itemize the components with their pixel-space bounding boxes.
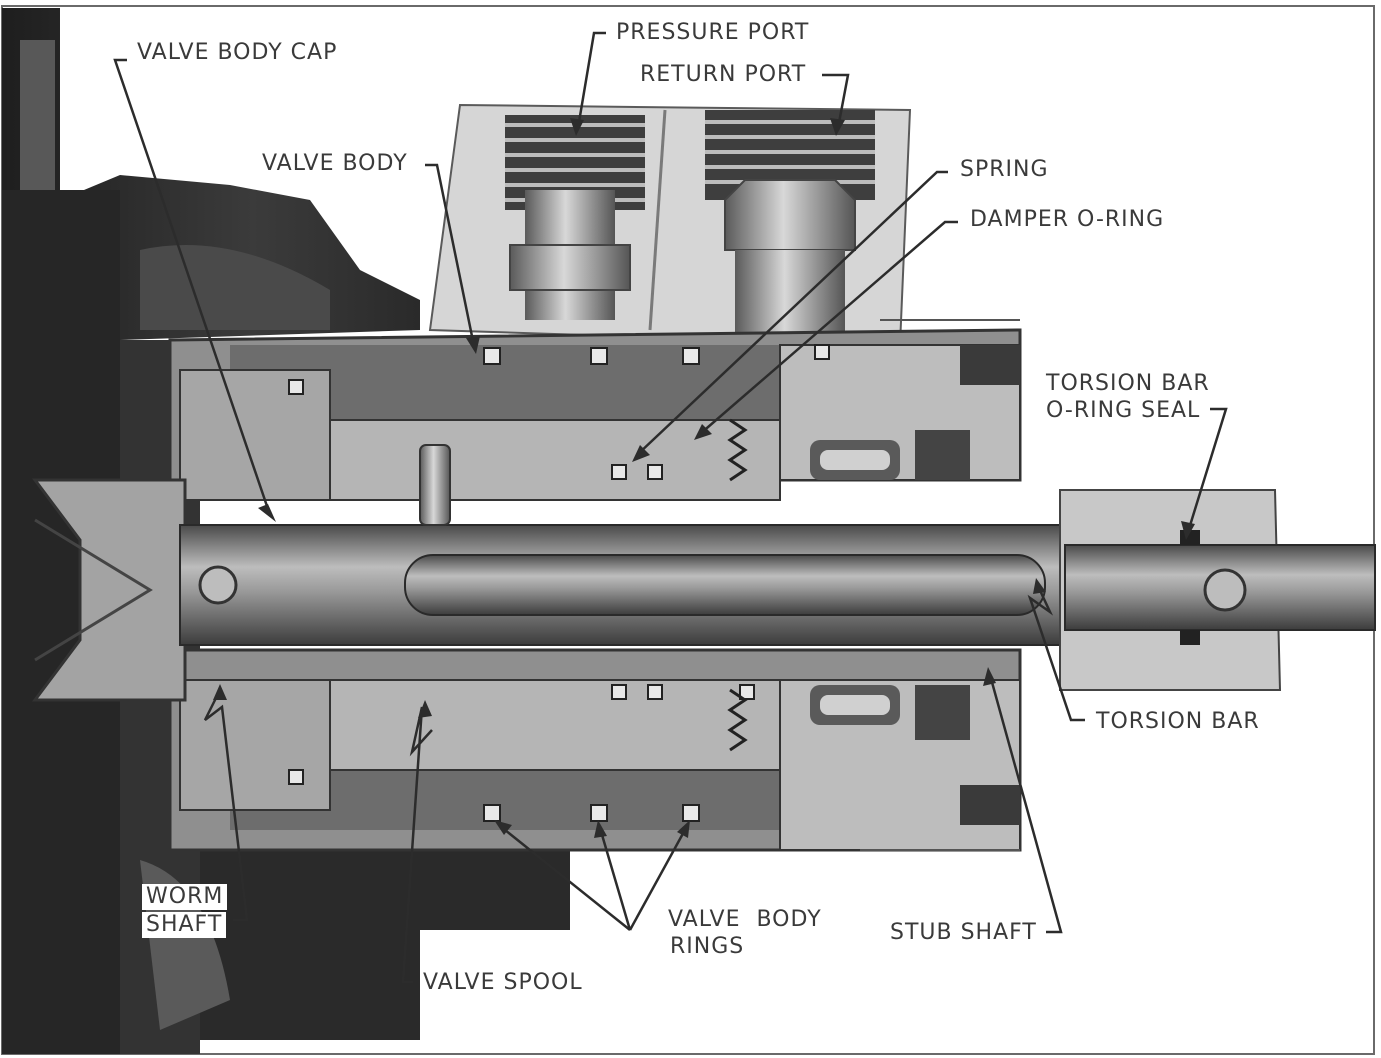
label-valve-spool: VALVE SPOOL xyxy=(423,970,583,995)
torsion-bar-assembly xyxy=(179,489,1376,691)
label-pressure-port: PRESSURE PORT xyxy=(616,20,810,45)
label-worm-shaft-line1: WORM xyxy=(142,884,228,910)
pin xyxy=(419,444,451,526)
leader-lines xyxy=(113,31,1228,984)
valve-housing xyxy=(32,319,1022,852)
label-spring: SPRING xyxy=(960,157,1049,182)
port-block xyxy=(428,103,912,347)
label-torsion-bar-o-ring-seal-line1: TORSION BAR xyxy=(1046,371,1210,396)
label-damper-o-ring: DAMPER O-RING xyxy=(970,207,1165,232)
label-return-port: RETURN PORT xyxy=(640,62,807,87)
label-worm-shaft-line2: SHAFT xyxy=(142,912,227,938)
label-torsion-bar: TORSION BAR xyxy=(1096,709,1260,734)
label-valve-body-rings-line1: VALVE BODY xyxy=(668,907,822,932)
label-stub-shaft: STUB SHAFT xyxy=(890,920,1037,945)
label-valve-body-cap: VALVE BODY CAP xyxy=(137,40,338,65)
label-valve-body: VALVE BODY xyxy=(262,151,408,176)
label-torsion-bar-o-ring-seal-line2: O-RING SEAL xyxy=(1046,398,1201,423)
label-valve-body-rings-line2: RINGS xyxy=(670,934,745,959)
